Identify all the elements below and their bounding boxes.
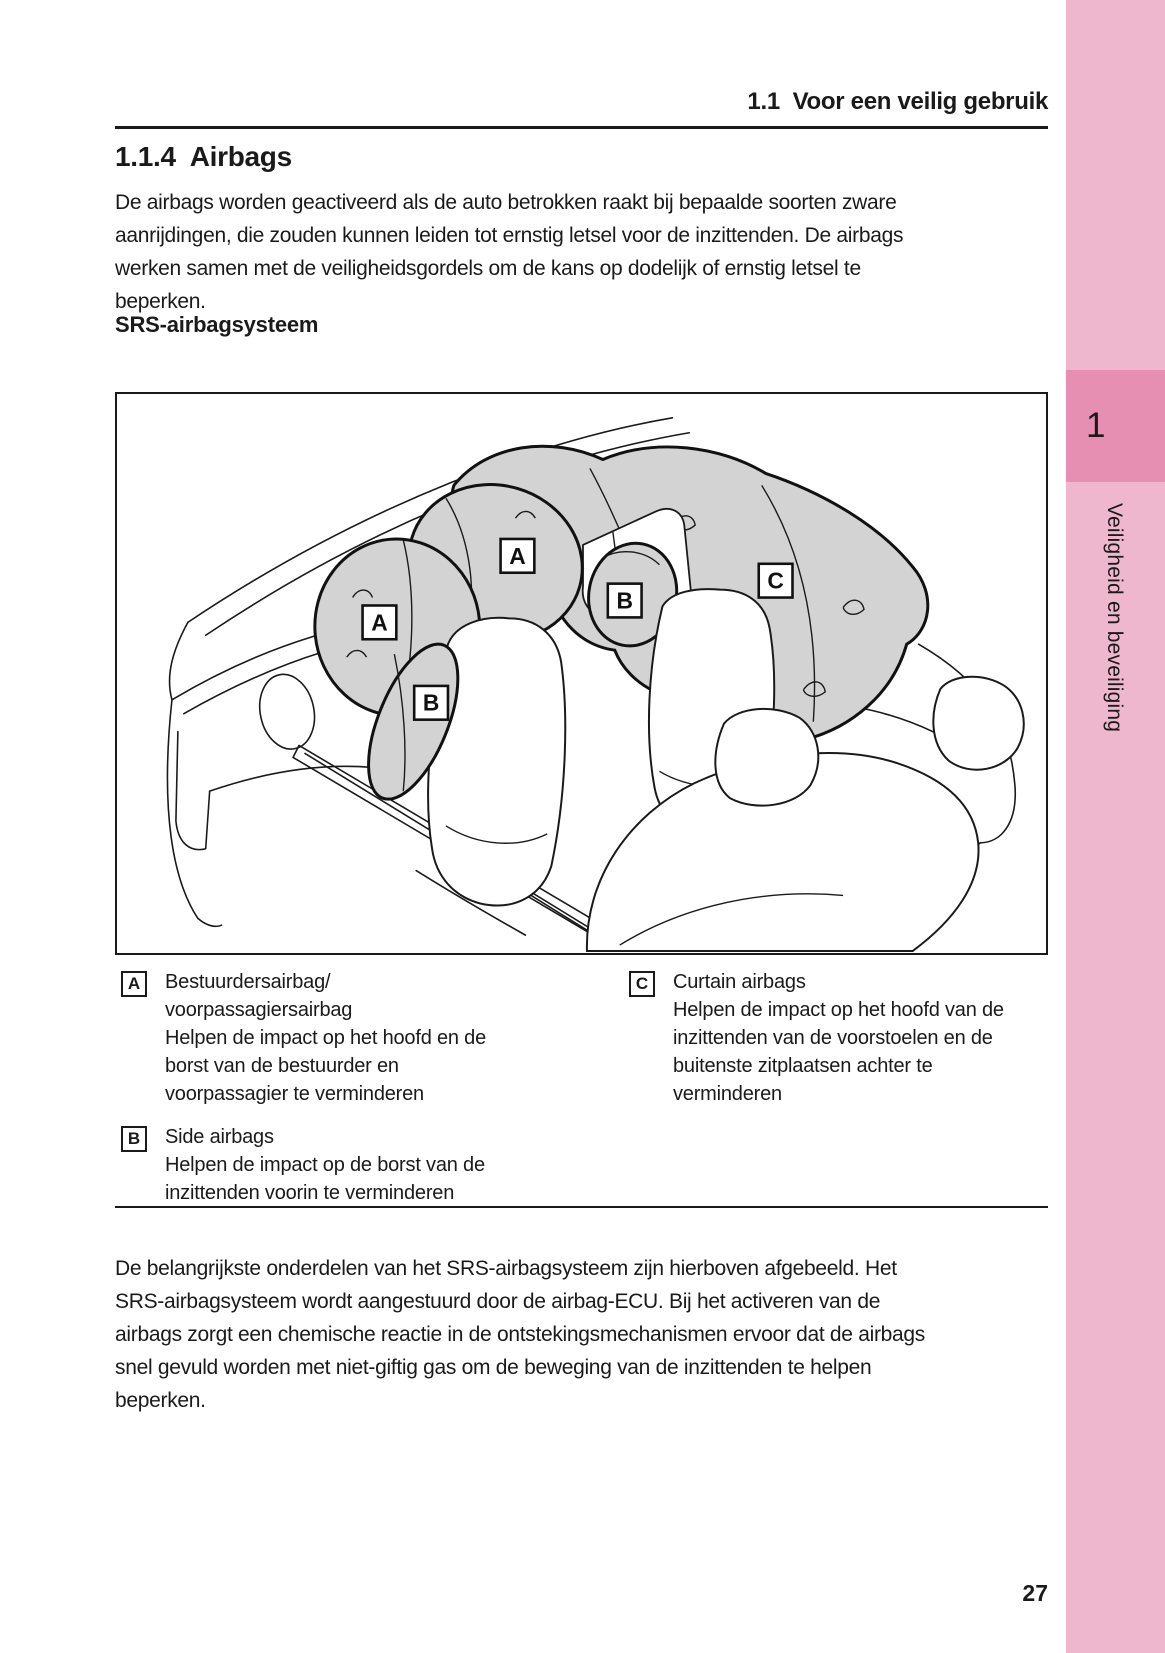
legend-marker-a: A: [121, 971, 147, 997]
chapter-label-vertical: Veiligheid en beveiliging: [1103, 503, 1126, 733]
closing-paragraph: De belangrijkste onderdelen van het SRS-…: [115, 1257, 925, 1412]
driver-seat: [427, 616, 567, 907]
legend-description-a: Helpen de impact op het hoofd en de bors…: [165, 1027, 487, 1105]
legend-entry-a: A Bestuurdersairbag/ voorpassagiersairba…: [115, 968, 595, 1108]
legend-marker-b: B: [121, 1126, 147, 1152]
airbag-figure: A A B B C: [115, 392, 1048, 955]
svg-text:B: B: [616, 587, 633, 613]
legend-title-c: Curtain airbags: [673, 971, 806, 993]
callout-c-curtain: C: [757, 562, 794, 599]
rear-bench: [585, 675, 1025, 953]
section-title: 1.1.4 Airbags: [115, 141, 292, 172]
chapter-number: 1: [1086, 406, 1106, 445]
legend-marker-c: C: [629, 971, 655, 997]
callout-labels: A A B B C: [361, 537, 794, 721]
legend-entry-b: B Side airbags Helpen de impact op de bo…: [115, 1123, 595, 1207]
svg-text:A: A: [371, 609, 388, 635]
legend-entry-c: C Curtain airbags Helpen de impact op he…: [623, 968, 1048, 1108]
page-number: 27: [1022, 1580, 1048, 1606]
legend-title-b: Side airbags: [165, 1126, 274, 1148]
intro-paragraph: De airbags worden geactiveerd als de aut…: [115, 191, 904, 313]
svg-text:C: C: [767, 568, 784, 594]
figure-legend: A Bestuurdersairbag/ voorpassagiersairba…: [115, 968, 1048, 1206]
chapter-side-strip: [1066, 0, 1165, 1653]
running-header: 1.1 Voor een veilig gebruik: [747, 88, 1048, 115]
legend-column-right: C Curtain airbags Helpen de impact op he…: [623, 968, 1048, 1123]
chapter-number-tab: 1: [1066, 370, 1165, 482]
header-rule: [115, 126, 1048, 129]
legend-description-c: Helpen de impact op het hoofd van de inz…: [673, 999, 1004, 1105]
callout-a-passenger: A: [499, 537, 536, 575]
callout-b-front: B: [412, 684, 450, 721]
callout-b-rear: B: [606, 582, 643, 619]
legend-title-a: Bestuurdersairbag/ voorpassagiersairbag: [165, 971, 353, 1021]
svg-text:B: B: [423, 690, 440, 716]
srs-subheading: SRS-airbagsysteem: [115, 312, 319, 337]
legend-divider-rule: [115, 1206, 1048, 1208]
legend-description-b: Helpen de impact op de borst van de inzi…: [165, 1154, 485, 1204]
side-airbag-front-shape: [367, 642, 460, 801]
airbag-diagram: A A B B C: [166, 417, 1025, 953]
legend-column-left: A Bestuurdersairbag/ voorpassagiersairba…: [115, 968, 595, 1222]
callout-a-driver: A: [361, 604, 398, 641]
svg-text:A: A: [509, 543, 526, 569]
